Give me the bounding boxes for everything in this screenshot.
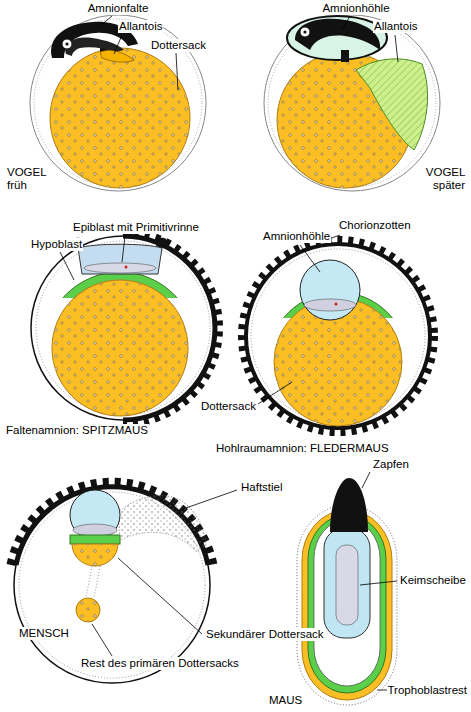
embryo-eye [62,39,72,49]
part-label: Sekundärer Dottersack [205,628,325,641]
part-label: Amnionfalte [87,2,150,15]
embryo-eye [300,27,310,37]
leader-line [100,16,112,26]
leader-line [360,581,397,585]
hypoblast [70,535,120,544]
leader-line [92,624,112,656]
amnion-cavity [70,490,120,540]
leader-line [176,53,178,90]
yolk-sac [50,48,190,188]
connecting-stalk [118,496,206,552]
amnion-cavity [287,16,387,60]
leader-line [362,472,370,488]
figure-title: MENSCH [18,627,70,640]
embryo-pupil [65,42,68,45]
primary-yolk-remnant [76,598,100,622]
leader-line [258,382,292,404]
figure-title: VOGEL früh [6,166,47,192]
part-label: Dottersack [150,39,207,52]
leader-line [60,252,74,280]
yolk-texture [76,598,100,622]
inner-cavity [314,520,380,686]
yolk-duct [86,566,92,598]
trophoblast-remnant [297,505,397,705]
chorion [31,236,215,420]
yolk-duct [94,566,100,598]
embryo-pupil [303,30,306,33]
chorion [14,487,210,683]
hypoblast [308,515,386,693]
epiblast [304,299,356,311]
part-label: Amnionhöhle [321,2,390,15]
chorion-villi [16,487,208,565]
part-label: Chorionzotten [338,219,412,232]
leader-line [395,35,398,62]
part-label: Keimscheibe [399,574,467,587]
part-label: Amnionhöhle [262,230,331,243]
epiblast [84,263,156,273]
egg-shell [264,15,440,191]
primitive-streak [335,303,338,306]
allantois [100,50,134,62]
figure-title: MAUS [268,694,303,707]
trophoblast [36,241,210,415]
shrew-blastocyst [31,232,219,424]
yolk-stalk [341,50,349,62]
part-label: Allantois [373,20,418,33]
human-blastocyst [11,482,213,683]
leader-line [186,490,237,508]
chorion [246,244,430,428]
allantois [356,59,428,150]
primitive-streak [125,266,128,269]
germ-disc [336,545,358,625]
part-label: Epiblast mit Primitivrinne [72,221,200,234]
leader-line [122,236,125,262]
amnion-cavity [324,528,370,638]
amnion-fold [73,238,167,248]
hypoblast [44,272,196,298]
yolk-texture [50,48,190,188]
allantois-hatch [356,59,428,150]
embryo [295,19,380,50]
part-label: Zapfen [372,458,410,471]
bird-late-egg [264,15,440,191]
secondary-yolk-sac [72,544,118,566]
chorion-villi [242,240,434,432]
yolk-texture [52,280,188,416]
part-label: Rest des primären Dottersacks [80,657,240,670]
leader-line [300,245,320,272]
figure-title: VOGEL später [425,166,466,192]
mouse-egg-cylinder [297,478,397,705]
part-label: Allantois [118,20,163,33]
leader-line [118,558,202,634]
bird-early-egg [30,15,206,191]
leader-line [114,35,122,54]
figure-title: Hohlraumamnion: FLEDERMAUS [215,442,390,455]
bat-blastocyst [242,240,434,432]
amnion-cavity [78,244,162,274]
epiblast [73,524,117,536]
figure-title: Faltenamnion: SPITZMAUS [5,424,149,437]
leader-line [342,16,350,30]
amnion-cavity [300,260,360,320]
yolk-sac [52,280,188,416]
egg-shell [30,15,206,191]
yolk-texture [72,544,118,566]
part-label: Hypoblast [30,238,83,251]
yolk-layer [302,510,392,700]
part-label: Haftstiel [240,481,284,494]
part-label: Trophoblastrest [387,684,468,697]
leader-lines [60,16,398,690]
part-label: Dottersack [200,400,257,413]
ectoplacental-cone [330,478,368,532]
